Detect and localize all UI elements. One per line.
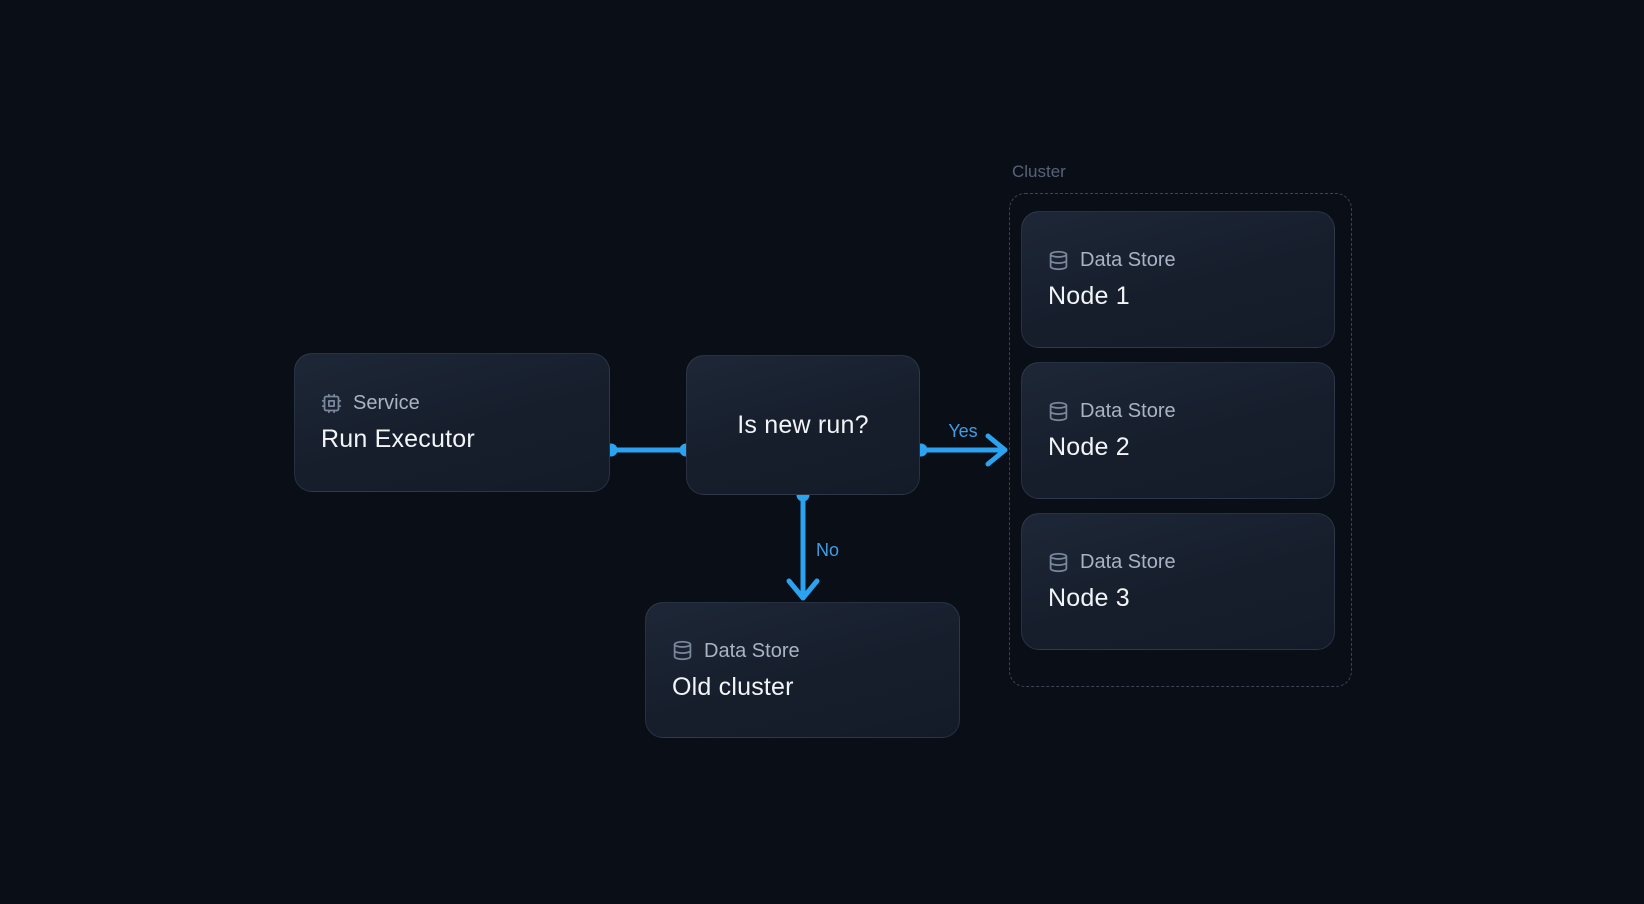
cluster-label: Cluster bbox=[1012, 162, 1066, 181]
node-title: Node 1 bbox=[1048, 282, 1130, 310]
node-type-row: Data Store bbox=[1048, 399, 1308, 423]
node-run-executor[interactable]: Service Run Executor bbox=[294, 353, 610, 492]
node-title: Old cluster bbox=[672, 672, 794, 701]
edge-label-no: No bbox=[816, 540, 840, 560]
node-type-label: Data Store bbox=[704, 639, 800, 662]
database-icon bbox=[672, 640, 693, 661]
database-icon bbox=[1048, 552, 1069, 573]
node-title: Run Executor bbox=[321, 425, 475, 453]
node-type-label: Data Store bbox=[1080, 400, 1176, 422]
node-type-label: Data Store bbox=[1080, 551, 1176, 573]
edge-service-to-decision bbox=[604, 443, 693, 457]
node-cluster-node-2[interactable]: Data Store Node 2 bbox=[1021, 362, 1335, 499]
node-type-label: Data Store bbox=[1080, 249, 1176, 271]
node-type-row: Service bbox=[321, 391, 583, 415]
node-title: Node 3 bbox=[1048, 584, 1130, 612]
cpu-icon bbox=[321, 393, 342, 414]
edge-label-yes: Yes bbox=[948, 421, 978, 441]
database-icon bbox=[1048, 250, 1069, 271]
node-type-row: Data Store bbox=[672, 639, 933, 663]
node-title: Is new run? bbox=[737, 411, 869, 439]
node-cluster-node-3[interactable]: Data Store Node 3 bbox=[1021, 513, 1335, 650]
database-icon bbox=[1048, 401, 1069, 422]
node-cluster-node-1[interactable]: Data Store Node 1 bbox=[1021, 211, 1335, 348]
cluster-group[interactable]: Cluster Data Store Node 1 Da bbox=[1009, 162, 1352, 687]
node-type-row: Data Store bbox=[1048, 248, 1308, 272]
edge-decision-no bbox=[786, 488, 820, 601]
node-type-label: Service bbox=[353, 392, 420, 414]
node-is-new-run[interactable]: Is new run? bbox=[686, 355, 920, 495]
node-old-cluster[interactable]: Data Store Old cluster bbox=[645, 602, 960, 738]
node-type-row: Data Store bbox=[1048, 550, 1308, 574]
node-title: Node 2 bbox=[1048, 433, 1130, 461]
